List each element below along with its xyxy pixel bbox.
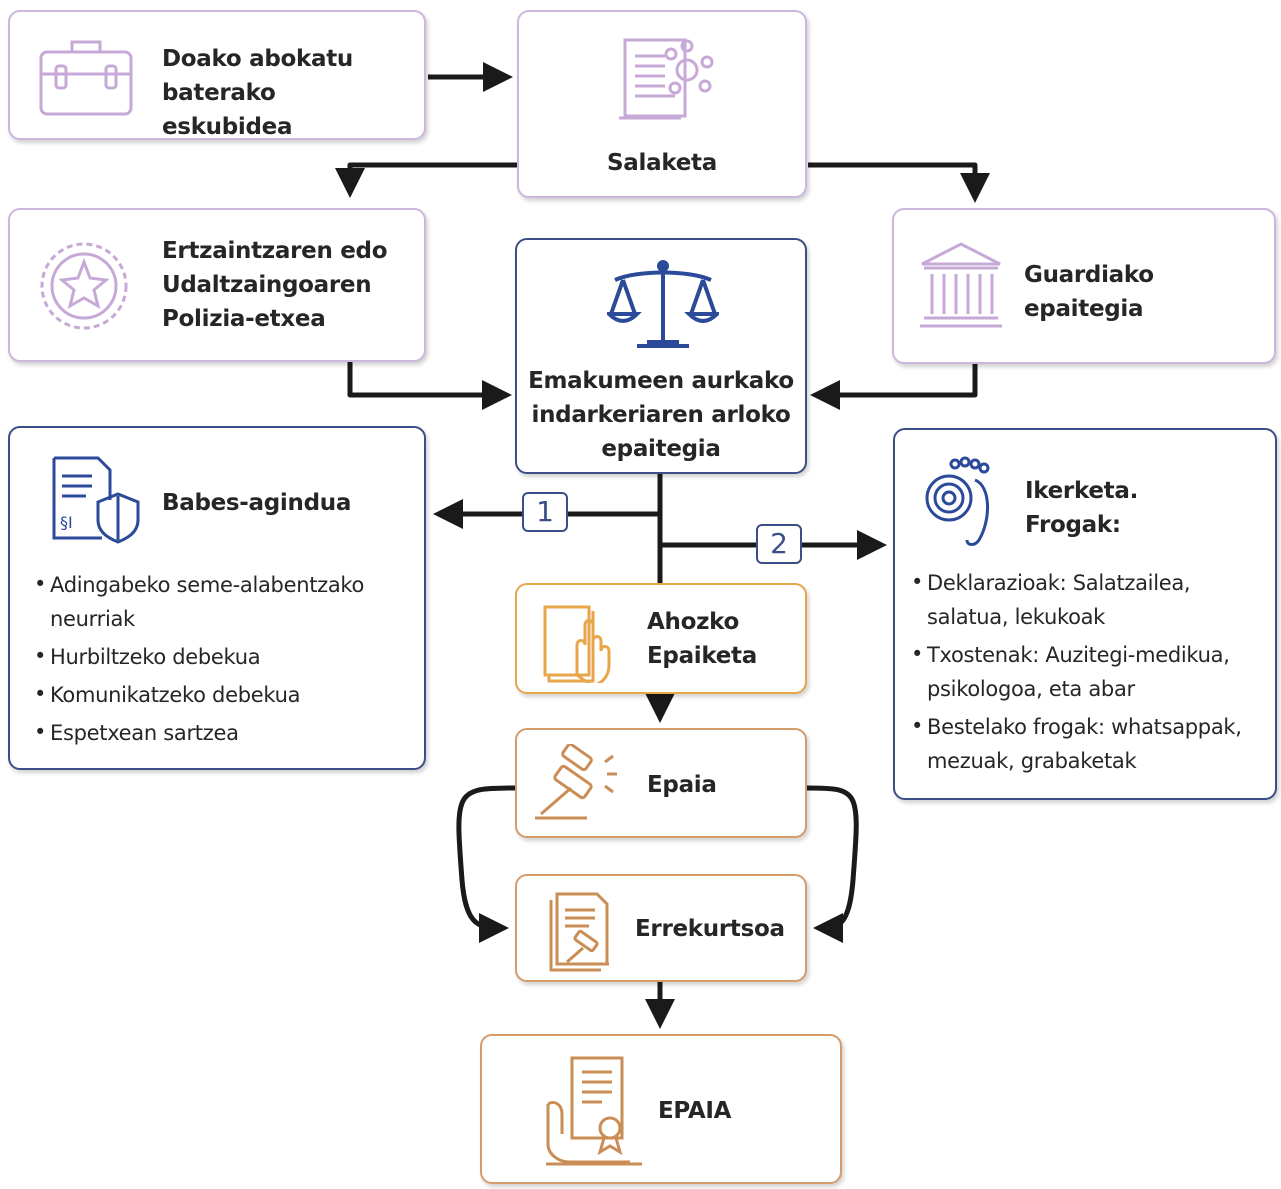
node-final-judgment: EPAIA [480,1034,842,1184]
oath-hand-book-icon [543,605,611,683]
certificate-hand-icon [546,1056,642,1166]
node-protection-label: Babes-agindua [162,490,352,516]
list-item: Espetxean sartzea [34,715,414,750]
node-investigation-label: Ikerketa. Frogak: [1025,478,1139,538]
node-oral-trial-label: Ahozko Epaiketa [647,609,757,669]
document-gavel-icon [549,892,609,972]
briefcase-icon [39,40,133,116]
node-police: Ertzaintzaren edo Udaltzaingoaren Polizi… [8,208,426,362]
list-item: Txostenak: Auzitegi-medikua, psikologoa,… [911,637,1271,706]
node-appeal: Errekurtsoa [515,874,807,982]
arrow-police-to-court [347,362,512,410]
list-item: Deklarazioak: Salatzailea, salatua, leku… [911,565,1271,634]
police-badge-icon [40,242,128,330]
node-investigation: Ikerketa. Frogak: Deklarazioak: Salatzai… [893,428,1277,800]
scales-icon [607,260,719,348]
badge-2: 2 [756,524,802,564]
node-judgment: Epaia [515,728,807,838]
node-police-label: Ertzaintzaren edo Udaltzaingoaren Polizi… [162,238,388,332]
investigation-list: Deklarazioak: Salatzailea, salatua, leku… [911,565,1271,778]
shield-document-icon: §I [52,456,140,544]
list-item: Hurbiltzeko debekua [34,639,414,674]
node-duty-court-label: Guardiako epaitegia [1024,262,1154,322]
courthouse-icon [920,242,1002,328]
list-item: Adingabeko seme-alabentzako neurriak [34,567,414,636]
document-icon [619,38,714,120]
gavel-icon [535,744,617,820]
node-complaint: Salaketa [517,10,807,198]
protection-list: Adingabeko seme-alabentzako neurriak Hur… [34,567,414,750]
node-final-judgment-label: EPAIA [658,1098,732,1124]
arrow-duty-court-to-court [810,364,978,410]
list-item: Komunikatzeko debekua [34,677,414,712]
arrow-judgment-to-appeal-left [456,785,516,943]
node-duty-court: Guardiako epaitegia [892,208,1276,364]
node-lawyer: Doako abokatu baterako eskubidea [8,10,426,140]
node-violence-court-label: Emakumeen aurkako indarkeriaren arloko e… [528,368,794,462]
badge-1: 1 [522,492,568,532]
node-complaint-label: Salaketa [607,150,717,176]
node-protection: §I Babes-agindua Adingabeko seme-alabent… [8,426,426,770]
node-lawyer-label: Doako abokatu baterako eskubidea [162,46,353,140]
node-violence-court: Emakumeen aurkako indarkeriaren arloko e… [515,238,807,474]
arrow-judgment-to-appeal-right [806,785,859,943]
node-judgment-label: Epaia [647,772,717,798]
arrow-complaint-to-duty-court [808,162,990,203]
fingerprint-footprint-icon [925,456,990,546]
list-item: Bestelako frogak: whatsappak, mezuak, gr… [911,709,1271,778]
node-oral-trial: Ahozko Epaiketa [515,583,807,694]
svg-text:§I: §I [60,513,73,532]
node-appeal-label: Errekurtsoa [635,916,785,942]
arrow-complaint-to-police [335,162,517,198]
